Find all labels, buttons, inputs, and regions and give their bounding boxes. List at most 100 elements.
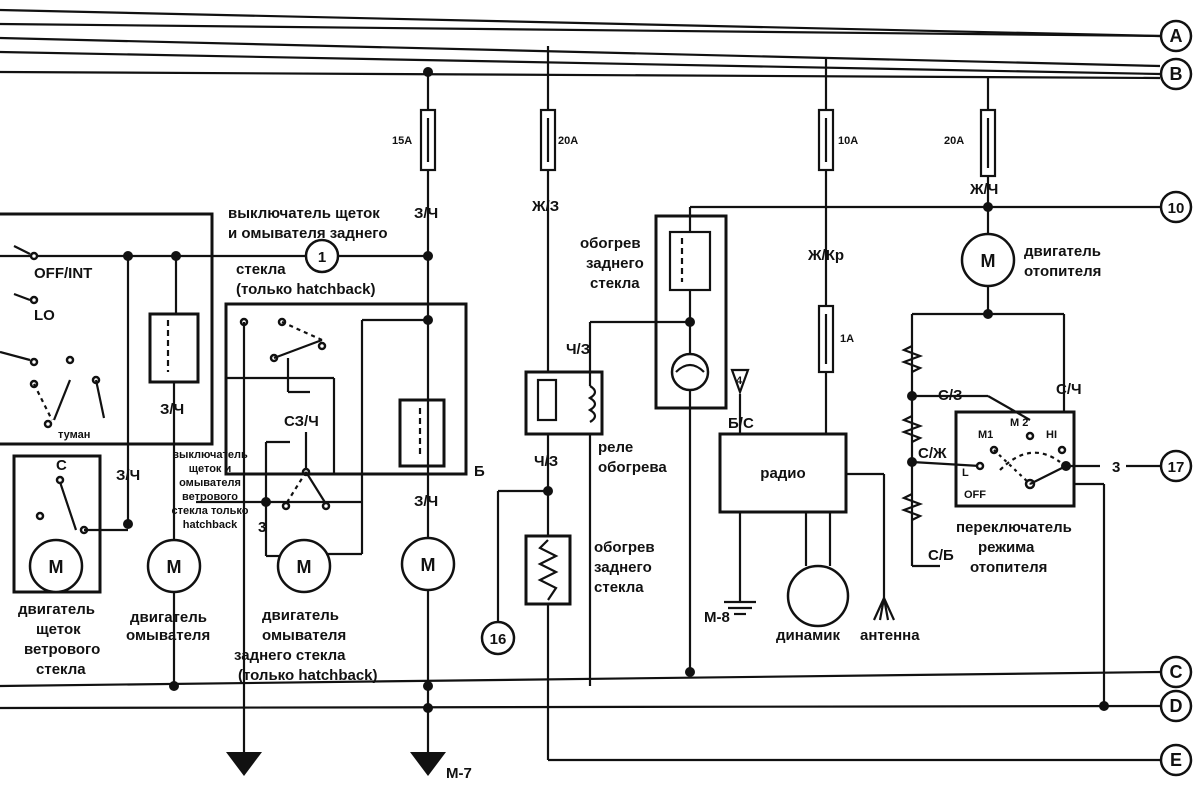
rear-wiper-motor-symbol: M — [421, 555, 436, 575]
relay-label-1: реле — [598, 439, 633, 456]
connector-d: D — [1159, 689, 1193, 723]
ground-left — [226, 752, 262, 776]
connector-4-label: 4 — [736, 375, 743, 387]
wire-label-3-rear: 3 — [258, 519, 266, 536]
wire-label-zch3: З/Ч — [116, 467, 140, 484]
heater-motor-label-1: двигатель — [1024, 243, 1101, 260]
fuse-1a-label: 1A — [840, 333, 854, 345]
connector-b-label: B — [1170, 64, 1183, 84]
wiper-motor-label-2: щеток — [36, 621, 81, 638]
rear-switch-label-4: (только hatchback) — [236, 281, 376, 298]
wire-label-chz2: Ч/З — [534, 453, 558, 470]
connector-10-label: 10 — [1168, 200, 1185, 217]
connector-b: B — [1159, 57, 1193, 91]
heater-element-box — [524, 534, 572, 606]
wire-label-chz1: Ч/З — [566, 341, 590, 358]
wiper-motor-symbol: M — [49, 557, 64, 577]
wws-label-2: щеток и — [189, 463, 232, 475]
wws-label-4: ветрового — [182, 491, 238, 503]
wiper-motor-label-4: стекла — [36, 661, 86, 678]
bus-line-2 — [0, 36, 1161, 68]
fuse-20a-heater-branch: 20A Ж/З Ч/З — [531, 46, 578, 760]
connector-17-label: 17 — [1168, 459, 1185, 476]
connector-d-label: D — [1170, 696, 1183, 716]
wire-label-zhz: Ж/З — [531, 198, 559, 215]
windshield-pos-offint: OFF/INT — [34, 265, 92, 282]
rear-switch-label-1: выключатель щеток — [228, 205, 380, 222]
connector-e: E — [1159, 743, 1193, 777]
heater-element-label-3: стекла — [594, 579, 644, 596]
ground-m7: М-7 — [410, 686, 472, 782]
rear-washer-motor-symbol: M — [297, 557, 312, 577]
rear-wiper-relay — [398, 398, 446, 468]
windshield-switch-box — [0, 212, 214, 446]
rear-washer-label-3: заднего стекла — [234, 647, 346, 664]
speaker-label: динамик — [776, 627, 840, 644]
fuse-20a-heater-label: 20A — [944, 135, 964, 147]
connector-10: 10 — [1159, 190, 1193, 224]
antenna-symbol — [872, 597, 896, 621]
wire-label-zch2: З/Ч — [160, 401, 184, 418]
wws-label-1: выключатель — [172, 449, 248, 461]
rear-wiper-switch: СЗ/Ч 3 Б — [196, 302, 485, 760]
heater-motor: M двигатель отопителя — [910, 232, 1101, 568]
heater-switch-label-3: отопителя — [970, 559, 1047, 576]
heater-resistors: С/З С/Ч С/Ж С/Б — [900, 345, 1082, 564]
rear-switch-label-3: стекла — [236, 261, 286, 278]
wws-label-6: hatchback — [183, 519, 238, 531]
fuse-10a-label: 10A — [838, 135, 858, 147]
washer-motor: M двигатель омывателя — [126, 538, 210, 691]
wire-label-sch: С/Ч — [1056, 381, 1082, 398]
ground-m8-label: М-8 — [704, 609, 730, 626]
heater-pos-l: L — [962, 467, 969, 479]
windshield-pos-tuman: туман — [58, 429, 90, 441]
connector-17: 17 — [1159, 449, 1193, 483]
connector-16 — [480, 620, 516, 656]
windshield-switch-label: выключатель щеток и омывателя ветрового … — [172, 449, 249, 531]
rear-heater-top-label-1: обогрев — [580, 235, 641, 252]
connector-a-label: A — [1170, 26, 1183, 46]
washer-motor-label-2: омывателя — [126, 627, 210, 644]
windshield-wiper-motor: C M двигатель щеток ветрового стекла — [12, 454, 128, 678]
wiper-motor-pos-c: C — [56, 457, 67, 474]
wire-label-zch1: З/Ч — [414, 205, 438, 222]
resistor-1 — [900, 345, 924, 373]
bus-lines — [0, 8, 1161, 762]
fuse-20a-motor-branch: 20A Ж/Ч — [690, 76, 1160, 236]
rear-heater-top-label-3: стекла — [590, 275, 640, 292]
bus-line-c — [0, 670, 1161, 688]
windshield-pos-lo: LO — [34, 307, 55, 324]
rear-washer-motor: M двигатель омывателя заднего стекла (то… — [234, 502, 378, 684]
wire-label-zhkr: Ж/Кр — [807, 247, 844, 264]
rear-washer-label-4: (только hatchback) — [238, 667, 378, 684]
wiper-motor-label-1: двигатель — [18, 601, 95, 618]
washer-motor-symbol: M — [167, 557, 182, 577]
wire-label-zch4: З/Ч — [414, 493, 438, 510]
heater-switch-box — [954, 410, 1076, 508]
wire-label-szh: С/Ж — [918, 445, 947, 462]
ground-m7-label: М-7 — [446, 765, 472, 782]
connector-16-label: 16 — [490, 631, 507, 648]
heater-pos-m2: M 2 — [1010, 417, 1028, 429]
wire-label-szch: СЗ/Ч — [284, 413, 319, 430]
rear-washer-label-1: двигатель — [262, 607, 339, 624]
fuse-15a-branch: 15A З/Ч З/Ч — [392, 67, 438, 691]
heater-pos-hi: HI — [1046, 429, 1057, 441]
heater-mode-switch: M1 M 2 HI L OFF 3 переключатель режима о… — [954, 410, 1160, 711]
rear-washer-label-2: омывателя — [262, 627, 346, 644]
wws-label-5: стекла только — [172, 505, 249, 517]
fuse-15a-label: 15A — [392, 135, 412, 147]
wire-label-sz: С/З — [938, 387, 962, 404]
rear-wiper-motor: M — [400, 536, 456, 592]
heater-element-label-1: обогрев — [594, 539, 655, 556]
heater-element-label-2: заднего — [594, 559, 652, 576]
heater-pos-m1: M1 — [978, 429, 993, 441]
radio-label: радио — [760, 465, 805, 482]
connector-c-label: C — [1170, 662, 1183, 682]
radio-block: радио 4 Б/С М-8 динамик антенна — [704, 368, 920, 644]
bus-line-d — [0, 704, 1161, 710]
rear-heater-top-label-2: заднего — [586, 255, 644, 272]
relay-label-2: обогрева — [598, 459, 667, 476]
connector-e-label: E — [1170, 750, 1182, 770]
